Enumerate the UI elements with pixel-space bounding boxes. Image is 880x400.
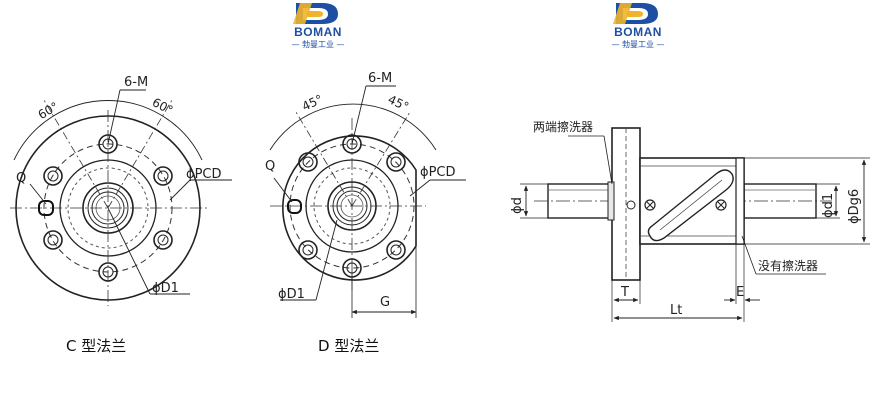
flange-d-angle-left: 45° [300, 92, 325, 114]
flange-c-lube-hole [38, 200, 54, 216]
dim-lt-label: Lt [670, 303, 682, 318]
flange-c-d1-label: ϕD1 [152, 281, 179, 296]
logo-brand: BOMAN [294, 25, 342, 39]
bolt-hole [342, 134, 362, 154]
flange-d-bolt-holes [298, 134, 406, 278]
boman-logo-left: BOMAN — 勃曼工业 — [291, 3, 345, 49]
bolt-hole [298, 152, 318, 172]
flange-d-drawing: 6-M 45° 45° ϕPCD Q ϕD1 G D 型法兰 [265, 71, 466, 355]
wiper-left [607, 181, 615, 221]
flange-d-angle-arc [269, 103, 437, 151]
dim-d-label: ϕd [510, 197, 525, 214]
bolt-hole [98, 134, 118, 154]
flange-d-d1-label: ϕD1 [278, 287, 305, 302]
flange-c-pcd-label: ϕPCD [186, 167, 222, 182]
flange-c-angle-left: 60° [36, 99, 61, 122]
bolt-hole [386, 240, 406, 260]
bolt-hole [298, 240, 318, 260]
flange-d-pcd-label: ϕPCD [420, 165, 456, 180]
label-no-wiper: 没有擦洗器 [758, 258, 818, 273]
flange-d-lube-hole [287, 199, 302, 214]
bolt-hole [153, 230, 173, 250]
bolt-hole [153, 166, 173, 186]
flange-c-drawing: 6-M 60° 60° ϕPCD Q ϕD1 C 型法兰 [10, 75, 232, 355]
logo-tagline: — 勃曼工业 — [291, 39, 344, 49]
bolt-hole [43, 230, 63, 250]
flange-d-outline [407, 173, 416, 243]
flange-d-q-label: Q [265, 159, 275, 174]
dim-dg6-label: ϕDg6 [847, 189, 862, 224]
flange-c-q-label: Q [16, 171, 26, 186]
logo-tagline: — 勃曼工业 — [611, 39, 664, 49]
boman-logo-mark [293, 3, 338, 24]
nut-end-ring [735, 157, 745, 245]
boman-logo-right: BOMAN — 勃曼工业 — [611, 3, 665, 49]
boman-logo-mark [613, 3, 658, 24]
ball-screw-side-view: ϕd ϕd1 ϕDg6 T E Lt 两端擦洗器 没有擦洗器 [510, 120, 870, 322]
dim-t-label: T [620, 285, 629, 300]
flange-c-angle-arc [13, 100, 203, 161]
flange-c-angle-right: 60° [150, 95, 175, 117]
dim-e-label: E [736, 285, 744, 300]
dim-d1-label: ϕd1 [821, 193, 836, 218]
logo-brand: BOMAN [614, 25, 662, 39]
bolt-hole [98, 262, 118, 282]
bolt-hole [43, 166, 63, 186]
flange-d-g-label: G [380, 295, 390, 310]
label-wipers-both-ends: 两端擦洗器 [533, 120, 593, 134]
flange-c-caption: C 型法兰 [66, 337, 126, 355]
flange-c-bolt-holes [43, 134, 173, 282]
flange-c-holes-label: 6-M [124, 75, 148, 90]
flange-d-outline [282, 135, 417, 281]
flange-d-caption: D 型法兰 [318, 337, 379, 355]
bolt-hole [386, 152, 406, 172]
flange-d-holes-label: 6-M [368, 71, 392, 86]
